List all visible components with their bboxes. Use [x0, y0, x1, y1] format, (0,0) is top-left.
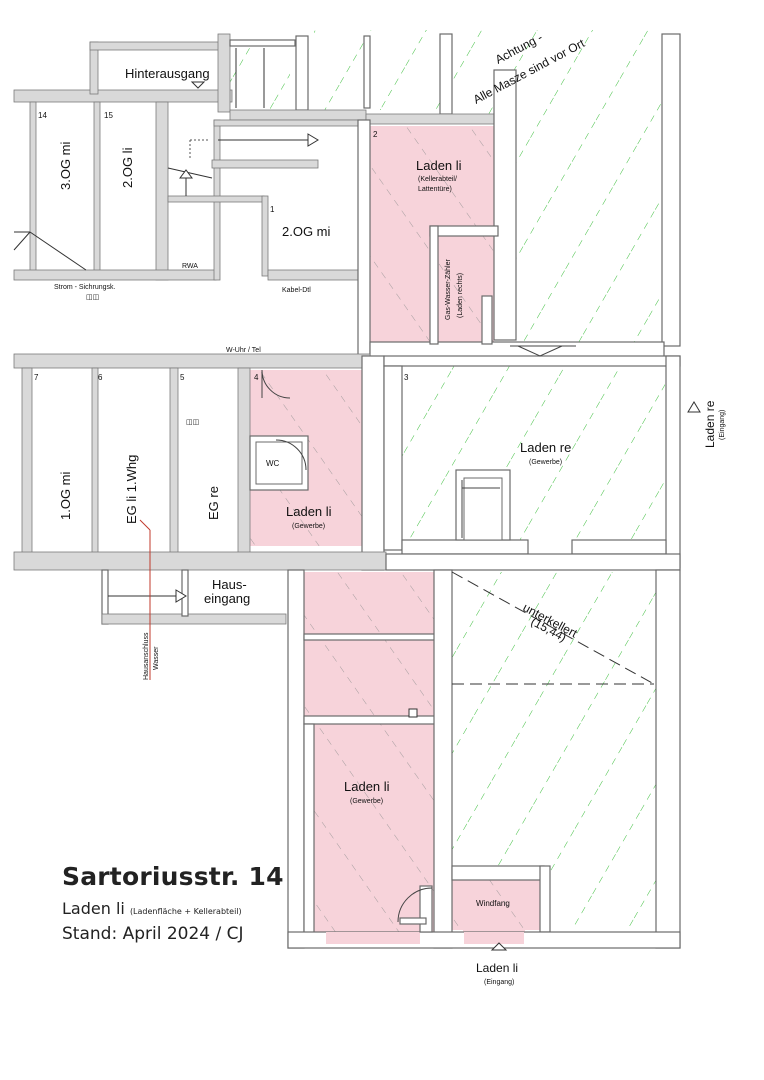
- gewerbe-low-label: (Gewerbe): [350, 798, 383, 805]
- hauseingang-line-2: eingang: [204, 591, 250, 606]
- rwa-label: RWA: [182, 263, 198, 270]
- eingang-side-label: (Eingang): [719, 410, 726, 440]
- title-block: Sartoriusstr. 14 Laden li (Ladenfläche +…: [62, 862, 284, 944]
- room-3-number: 3: [404, 373, 409, 382]
- laden-re-label: Laden re: [520, 440, 571, 455]
- kabel-label: Kabel-Dtl: [282, 287, 311, 294]
- room-7-number: 7: [34, 373, 39, 382]
- plan-details: [13, 48, 701, 951]
- hauseingang-line-1: Haus-: [212, 577, 247, 592]
- eg-li-label: EG li 1.Whg: [124, 455, 139, 524]
- strom-sockets: ◫◫: [86, 294, 99, 301]
- walls: [13, 33, 681, 949]
- unit-line: Laden li (Ladenfläche + Kellerabteil): [62, 899, 284, 918]
- laden-li-bottom-label: Laden li: [476, 961, 518, 975]
- wuhr-label: W-Uhr / Tel: [226, 347, 261, 354]
- strom-label: Strom - Sichrungsk.: [54, 284, 116, 291]
- room-6-number: 6: [98, 373, 103, 382]
- wc-label: WC: [266, 459, 280, 468]
- green-hatch-zones: [230, 30, 665, 928]
- laden-li-mid-label: Laden li: [286, 504, 332, 519]
- laden-li-top-label: Laden li: [416, 158, 462, 173]
- room-1-number: 1: [270, 205, 275, 214]
- laden-li-low-label: Laden li: [344, 779, 390, 794]
- room-5-number: 5: [180, 373, 185, 382]
- room-5-sockets: ◫◫: [186, 419, 199, 426]
- kellerabteil-line-1: (Kellerabteil/: [418, 176, 457, 183]
- address-title: Sartoriusstr. 14: [62, 862, 284, 891]
- eg-re-label: EG re: [206, 486, 221, 520]
- kellerabteil-line-2: Lattentüre): [418, 186, 452, 193]
- eingang-bottom-label: (Eingang): [484, 979, 514, 986]
- og3-mi-label: 3.OG mi: [58, 141, 73, 190]
- hinterausgang-label: Hinterausgang: [125, 66, 210, 81]
- hausanschluss-line-2: Wasser: [153, 646, 160, 670]
- room-2-number: 2: [373, 130, 378, 139]
- og2-mi-label: 2.OG mi: [282, 224, 331, 239]
- unit-label: Laden li: [62, 899, 125, 918]
- og1-mi-label: 1.OG mi: [58, 471, 73, 520]
- room-15-number: 15: [104, 111, 113, 120]
- laden-re-side-label: Laden re: [703, 400, 717, 448]
- hausanschluss-line-1: Hausanschluss: [143, 632, 150, 680]
- gas-line-2: (Laden rechts): [457, 273, 464, 318]
- gewerbe-re-label: (Gewerbe): [529, 459, 562, 466]
- unit-note: (Ladenfläche + Kellerabteil): [129, 907, 242, 916]
- gas-line-1: Gas-Wasser-Zähler: [445, 259, 452, 320]
- gewerbe-mid-label: (Gewerbe): [292, 523, 325, 530]
- og2-li-label: 2.OG li: [120, 147, 135, 188]
- stand-line: Stand: April 2024 / CJ: [62, 924, 244, 944]
- windfang-label: Windfang: [476, 899, 510, 908]
- room-14-number: 14: [38, 111, 47, 120]
- room-4-number: 4: [254, 373, 259, 382]
